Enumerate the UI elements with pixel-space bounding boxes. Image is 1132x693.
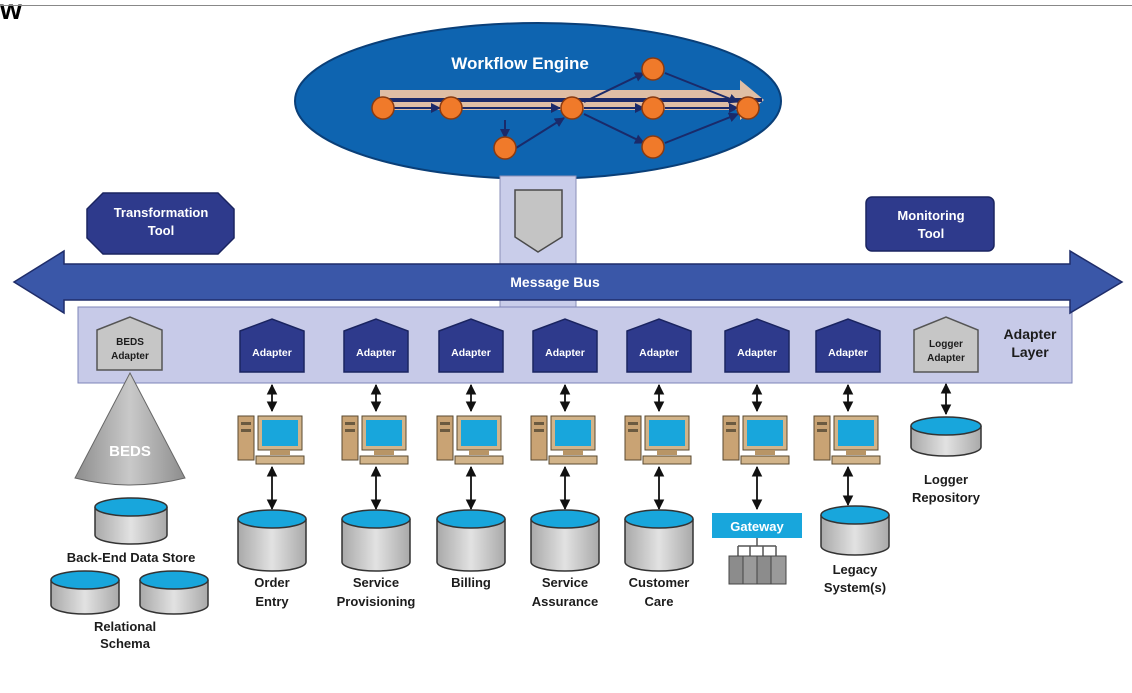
logger-adapter-label-2: Adapter [927,353,965,364]
system-label-customer-care-2: Care [645,594,674,609]
beds-label: BEDS [109,443,151,460]
workflow-engine: Workflow Engine [294,22,782,180]
adapter-billing: Adapter [438,318,504,373]
adapter-order-entry: Adapter [239,318,305,373]
computer-icon [341,415,409,465]
system-label-service-provisioning-1: Service [353,575,399,590]
relational-schema-label-2: Schema [100,636,151,651]
back-end-data-store-label: Back-End Data Store [67,550,196,565]
system-label-customer-care-1: Customer [629,575,690,590]
logger-adapter: Logger Adapter [913,316,979,373]
system-label-service-assurance-1: Service [542,575,588,590]
engine-connector-icon [514,189,563,253]
workflow-edges [394,72,739,149]
computer-icon [722,415,790,465]
adapter-layer-label-1: Adapter [1004,326,1057,342]
order-entry-database [237,509,307,572]
adapter-label: Adapter [356,347,396,359]
adapter-service-assurance: Adapter [532,318,598,373]
monitoring-tool-label-2: Tool [918,226,944,241]
message-bus: Message Bus [12,249,1124,315]
system-label-legacy-1: Legacy [833,562,879,577]
monitoring-tool-label-1: Monitoring [897,208,964,223]
beds-adapter: BEDS Adapter [96,316,163,371]
adapter-customer-care: Adapter [626,318,692,373]
computer-icon [237,415,305,465]
adapter-legacy: Adapter [815,318,881,373]
workflow-engine-label: Workflow Engine [451,54,589,73]
computer-icon [530,415,598,465]
computer-icon [436,415,504,465]
relational-schema-label-1: Relational [94,619,156,634]
adapter-label: Adapter [639,347,679,359]
relational-schema-cylinder-right [139,570,209,615]
transformation-tool: Transformation Tool [86,192,235,255]
message-bus-label: Message Bus [510,274,600,290]
gateway-label: Gateway [730,519,784,534]
system-label-order-entry-2: Entry [255,594,289,609]
logger-repository-database [910,416,982,457]
adapter-label: Adapter [737,347,777,359]
adapter-label: Adapter [828,347,868,359]
legacy-system-database [820,505,890,556]
system-label-service-provisioning-2: Provisioning [337,594,416,609]
connection-arrows [266,382,952,511]
system-label-billing: Billing [451,575,491,590]
adapter-label: Adapter [252,347,292,359]
adapter-label: Adapter [451,347,491,359]
adapter-label: Adapter [545,347,585,359]
system-label-legacy-2: System(s) [824,580,886,595]
beds-cone: BEDS [74,371,186,486]
workflow-nodes [371,57,760,160]
transformation-tool-label-1: Transformation [114,205,209,220]
customer-care-database [624,509,694,572]
beds-adapter-label-1: BEDS [116,337,144,348]
service-provisioning-database [341,509,411,572]
transformation-tool-label-2: Tool [148,223,174,238]
relational-schema-cylinder-left [50,570,120,615]
adapter-gateway: Adapter [724,318,790,373]
system-label-order-entry-1: Order [254,575,289,590]
back-end-data-store-cylinder [94,497,168,545]
logger-adapter-label-1: Logger [929,339,963,350]
computer-icon [813,415,881,465]
adapter-layer-label-2: Layer [1011,344,1049,360]
system-label-service-assurance-2: Assurance [532,594,598,609]
adapter-service-provisioning: Adapter [343,318,409,373]
logger-repository-label-2: Repository [912,490,981,505]
logger-repository-label-1: Logger [924,472,968,487]
gateway: Gateway [712,513,802,585]
computer-icon [624,415,692,465]
service-assurance-database [530,509,600,572]
billing-database [436,509,506,572]
top-divider-line [0,5,1132,6]
beds-adapter-label-2: Adapter [111,351,149,362]
header-text-fragment: w [0,0,22,25]
monitoring-tool: Monitoring Tool [865,196,995,252]
